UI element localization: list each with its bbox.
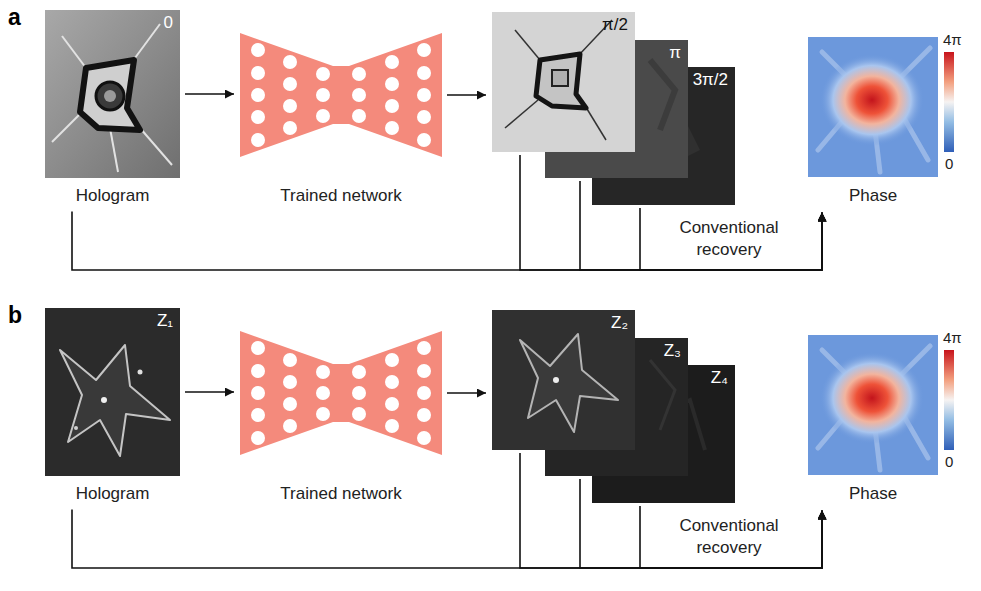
image-tag: Z₁ (157, 311, 173, 331)
hologram-image (45, 10, 180, 178)
defocus-image (492, 310, 635, 450)
image-tag: π (669, 43, 681, 63)
image-tag: π/2 (602, 15, 628, 35)
node-caption: Hologram (76, 484, 150, 504)
node-caption: Phase (849, 186, 897, 206)
image-tag: Z₂ (611, 313, 628, 333)
panel-letter: a (8, 4, 21, 32)
hologram-image (45, 308, 180, 476)
image-tag: Z₄ (711, 368, 728, 388)
hologram-node: 0Hologram (45, 10, 180, 208)
defocus-node: Z₄ (592, 365, 735, 503)
phase-shift-node: π (545, 40, 688, 178)
colorbar-min: 0 (945, 155, 953, 173)
phase-shift-node: π/2 (492, 12, 635, 152)
image-tag: 3π/2 (693, 70, 728, 90)
flow-arrow (520, 453, 822, 568)
flow-arrow (447, 94, 486, 96)
phase-node: Phase (808, 335, 938, 506)
defocus-node: Z₂ (492, 310, 635, 450)
colorbar-max: 4π (943, 31, 962, 49)
flow-arrow (185, 391, 234, 393)
node-caption: Trained network (280, 484, 401, 504)
network-symbol (240, 33, 442, 157)
flow-arrow (640, 208, 822, 270)
flow-arrow (447, 392, 486, 394)
image-tag: Z₃ (664, 341, 681, 361)
flow-arrow (72, 509, 822, 568)
flow-arrow (72, 211, 822, 270)
flow-arrow (580, 479, 822, 568)
node-caption: Trained network (280, 186, 401, 206)
network-symbol (240, 331, 442, 455)
image-tag: 0 (164, 13, 173, 33)
hologram-node: Z₁ Hologram (45, 308, 180, 506)
flow-arrow (520, 155, 822, 270)
phase-shift-node: 3π/2 (592, 67, 735, 205)
node-caption: Phase (849, 484, 897, 504)
process-label: Conventional recovery (662, 217, 796, 261)
flow-arrow (640, 506, 822, 568)
process-label: Conventional recovery (662, 515, 796, 559)
panel-letter: b (8, 302, 22, 330)
phase-node: Phase (808, 37, 938, 208)
colorbar-max: 4π (943, 329, 962, 347)
phase-map (808, 335, 954, 475)
network-node: Trained network (240, 33, 442, 208)
defocus-node: Z₃ (545, 338, 688, 476)
phase-map (808, 37, 954, 177)
flow-arrow (580, 181, 822, 270)
phase-shift-image (492, 12, 635, 152)
colorbar-min: 0 (945, 453, 953, 471)
flow-arrow (185, 93, 234, 95)
network-node: Trained network (240, 331, 442, 506)
node-caption: Hologram (76, 186, 150, 206)
